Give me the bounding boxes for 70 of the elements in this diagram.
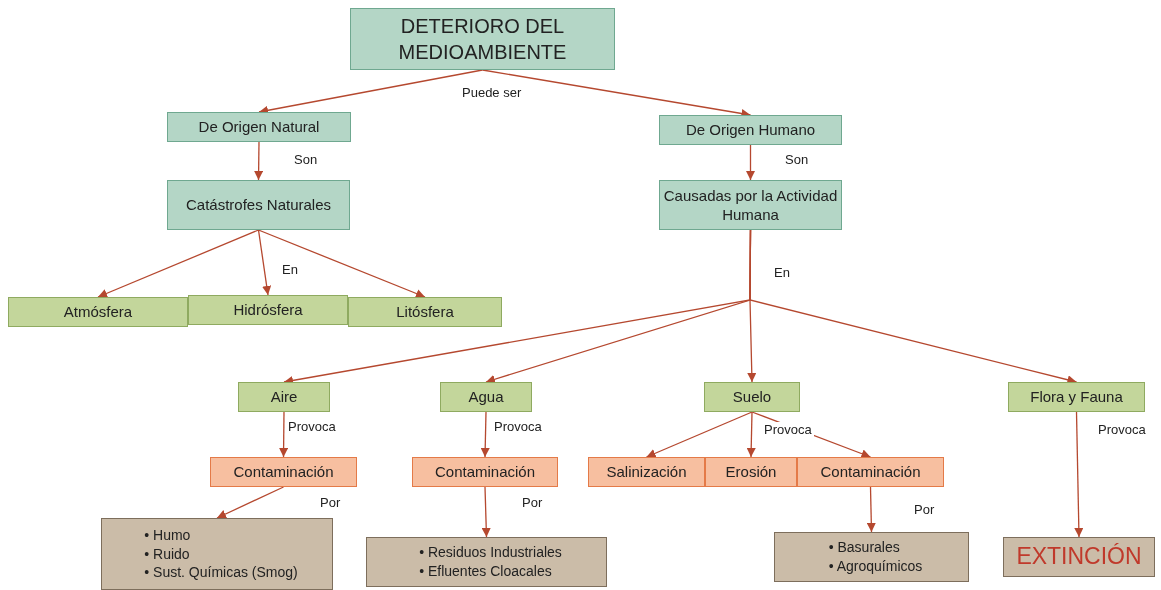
list-item: • Residuos Industriales: [419, 543, 562, 562]
edge-label: Provoca: [762, 422, 814, 437]
arrow: [745, 144, 756, 181]
list-item: • Sust. Químicas (Smog): [144, 563, 298, 583]
edge-label: Por: [520, 495, 545, 510]
node-text: Suelo: [732, 387, 772, 407]
node-text: De Origen Natural: [198, 117, 320, 137]
node-text: Agua: [468, 387, 504, 407]
category-box: [440, 382, 532, 412]
node-text: Atmósfera: [63, 302, 133, 322]
effect-box: [705, 457, 797, 487]
arrow: [216, 486, 285, 519]
category-box: [348, 297, 502, 327]
cause-box: [774, 532, 969, 582]
category-box: [238, 382, 330, 412]
arrow: [257, 229, 272, 296]
concept-box: [167, 180, 350, 230]
node-text: Litósfera: [396, 302, 454, 322]
list-item: • Humo: [144, 525, 192, 545]
node-text: Contaminación: [820, 462, 921, 482]
list-item: • Basurales: [828, 538, 901, 557]
node-text: Contaminación: [233, 462, 334, 482]
node-text: Salinización: [606, 462, 687, 482]
node-text: Aire: [270, 387, 298, 407]
arrow: [254, 141, 264, 181]
effect-box: [588, 457, 705, 487]
arrow: [746, 411, 756, 458]
cause-box: [1003, 537, 1155, 577]
node-text: DETERIORO DEL MEDIOAMBIENTE: [397, 14, 568, 65]
list-item: • Ruido: [144, 544, 191, 564]
node-text: Causadas por la Actividad Humana: [662, 185, 839, 225]
arrow: [257, 229, 426, 298]
category-box: [704, 382, 800, 412]
edge-label: Provoca: [492, 419, 544, 434]
node-text: Erosión: [725, 462, 777, 482]
category-box: [8, 297, 188, 327]
edge-label: Por: [318, 495, 343, 510]
edge-label: Puede ser: [460, 85, 524, 100]
edge-label: Por: [912, 502, 937, 517]
node-text: Contaminación: [434, 462, 536, 482]
edge-label: Son: [292, 152, 320, 167]
edge-label: En: [772, 265, 792, 280]
cause-box: [366, 537, 607, 587]
concept-box: [167, 112, 351, 142]
node-text: Catástrofes Naturales: [185, 195, 332, 215]
edge-label: Provoca: [286, 419, 338, 434]
arrow: [1074, 411, 1084, 538]
edge-label: En: [280, 262, 300, 277]
concept-box: [659, 115, 842, 145]
category-box: [1008, 382, 1145, 412]
category-box: [188, 295, 348, 325]
effect-box: [797, 457, 944, 487]
concept-box: [350, 8, 615, 70]
arrow: [645, 411, 753, 458]
list-item: • Efluentes Cloacales: [419, 562, 553, 581]
node-text: Hidrósfera: [233, 300, 303, 320]
arrow: [480, 411, 490, 458]
edge-label: Son: [783, 152, 811, 167]
arrow: [481, 486, 491, 538]
node-text: Flora y Fauna: [1030, 387, 1123, 407]
arrow: [866, 486, 876, 533]
node-text: De Origen Humano: [685, 120, 816, 140]
effect-box: [210, 457, 357, 487]
list-item: • Agroquímicos: [828, 557, 923, 576]
edge-label: Provoca: [1096, 422, 1148, 437]
cause-box: [101, 518, 333, 590]
node-text: EXTINCIÓN: [1016, 542, 1142, 572]
effect-box: [412, 457, 558, 487]
arrow: [97, 229, 260, 298]
arrow: [279, 411, 289, 458]
